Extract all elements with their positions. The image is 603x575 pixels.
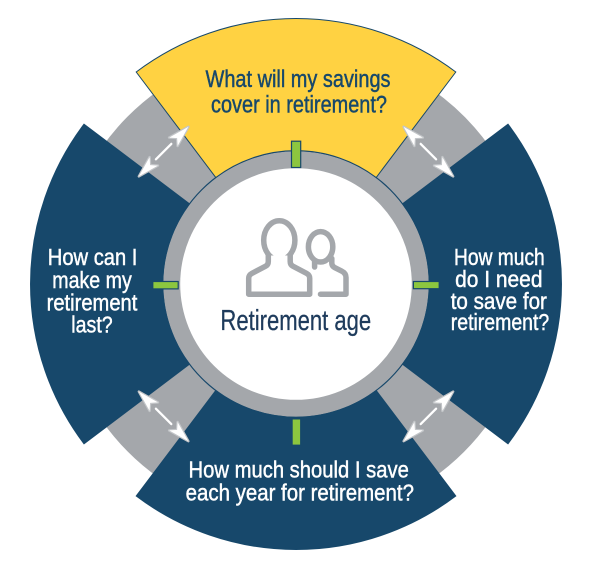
svg-text:What will my savings: What will my savings bbox=[206, 66, 391, 93]
svg-text:to save for: to save for bbox=[451, 288, 548, 314]
svg-text:retirement: retirement bbox=[47, 290, 138, 316]
svg-text:make my: make my bbox=[52, 267, 132, 293]
svg-text:last?: last? bbox=[71, 311, 112, 337]
svg-text:retirement?: retirement? bbox=[451, 309, 550, 335]
svg-text:cover in retirement?: cover in retirement? bbox=[211, 92, 387, 119]
svg-text:How much should I save: How much should I save bbox=[189, 457, 409, 483]
svg-text:each year for retirement?: each year for retirement? bbox=[186, 480, 414, 506]
svg-text:How can I: How can I bbox=[48, 244, 138, 270]
svg-text:do I need: do I need bbox=[455, 266, 542, 292]
svg-text:How much: How much bbox=[454, 244, 545, 270]
svg-text:Retirement age: Retirement age bbox=[220, 305, 371, 337]
